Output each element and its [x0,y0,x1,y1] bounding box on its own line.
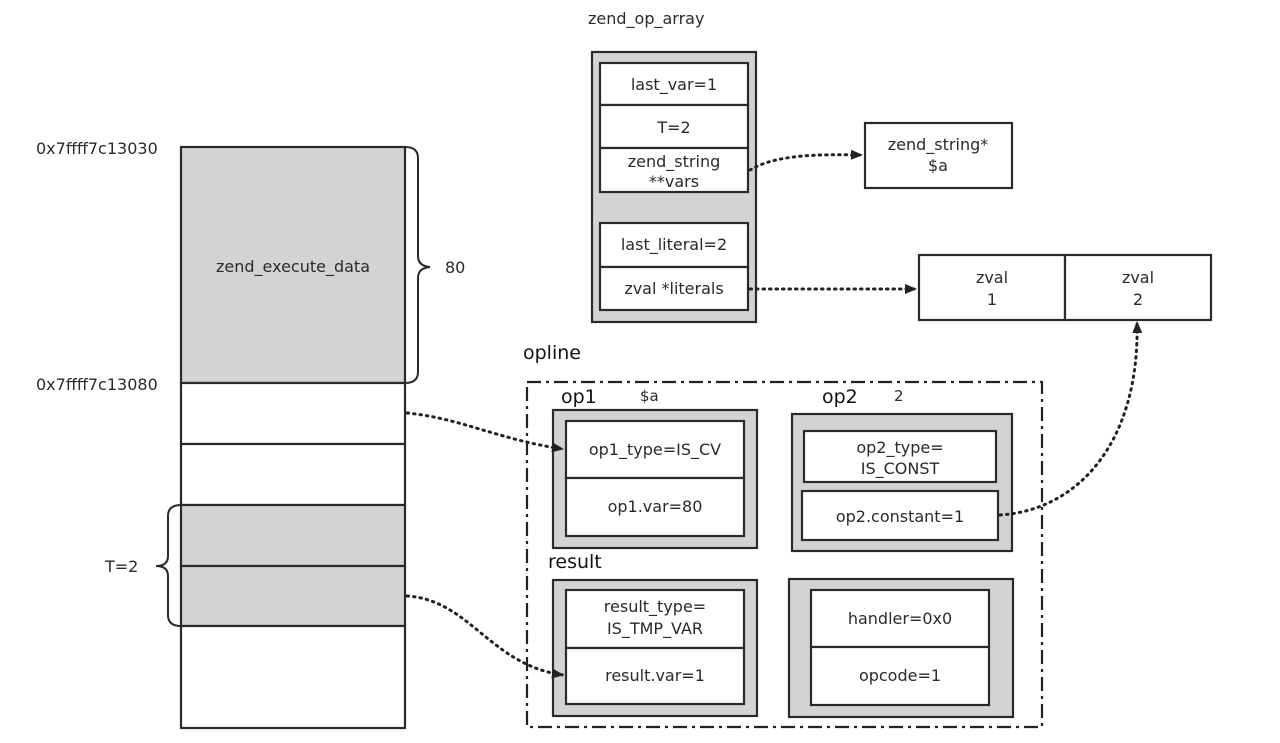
last-literal-text: last_literal=2 [621,235,727,255]
op2-type-line1: op2_type= [856,438,943,458]
arrow-constant-to-zval2 [998,320,1143,517]
result-type-line1: result_type= [604,597,706,617]
zval-2-box [1063,253,1213,322]
result-var-text: result.var=1 [605,666,705,685]
zend-string-type: zend_string* [888,135,988,155]
size-brace [404,146,431,384]
handler-text: handler=0x0 [848,609,952,628]
op1-var-field [564,476,746,538]
opline-container [525,380,1044,729]
opcode-field [809,645,991,707]
tmp-label: T=2 [104,557,138,576]
literals-text: zval *literals [624,279,723,298]
stack-slot-empty [179,442,407,507]
address-top: 0x7ffff7c13030 [36,139,158,158]
zval-2-type: zval [1122,268,1154,287]
zval-1-value: 1 [987,290,997,309]
vars-field [598,146,750,194]
zval-1-box [917,253,1067,322]
arrow-vars-to-string [748,149,864,172]
last-var-text: last_var=1 [631,75,717,95]
tmp-brace [155,504,182,627]
op1-label: op1 [561,386,597,408]
zend-string-value: $a [928,156,948,175]
result-var-field [564,646,746,706]
address-mid: 0x7ffff7c13080 [36,375,158,394]
stack-slot-cv [179,381,407,446]
op1-var-text: op1.var=80 [608,497,703,516]
execute-data-size: 80 [445,258,465,277]
literals-field [598,265,750,312]
result-label: result [548,551,602,573]
arrow-cv-slot-to-op1 [405,411,565,453]
op2-type-field [802,429,998,484]
vars-text-line1: zend_string [628,152,720,172]
execute-data-block [179,145,407,385]
result-type-line2: IS_TMP_VAR [607,619,703,639]
stack-slot-tmp-1 [179,503,407,568]
op1-type-field [564,419,746,480]
arrow-tmp-slot-to-result [405,594,565,679]
zval-1-type: zval [976,268,1008,287]
t-text: T=2 [656,118,690,137]
op-array-title: zend_op_array [588,9,704,29]
execute-data-label: zend_execute_data [216,257,370,277]
zend-string-box [863,121,1014,190]
opcode-text: opcode=1 [859,666,941,685]
stack-slot-tmp-2 [179,564,407,628]
last-literal-field [598,221,750,269]
opline-title: opline [523,342,581,364]
op2-type-line2: IS_CONST [861,459,940,479]
stack-frame [179,145,407,730]
op2-label: op2 [822,386,858,408]
handler-field [809,588,991,649]
op1-value: $a [640,387,659,405]
op1-type-text: op1_type=IS_CV [589,440,721,460]
stack-slot-free [179,624,407,730]
op2-constant-field [800,489,1000,542]
zval-2-value: 2 [1133,290,1143,309]
t-field [598,103,750,150]
op2-constant-text: op2.constant=1 [836,507,964,526]
vars-text-line2: **vars [649,172,699,191]
op2-value: 2 [894,387,904,405]
